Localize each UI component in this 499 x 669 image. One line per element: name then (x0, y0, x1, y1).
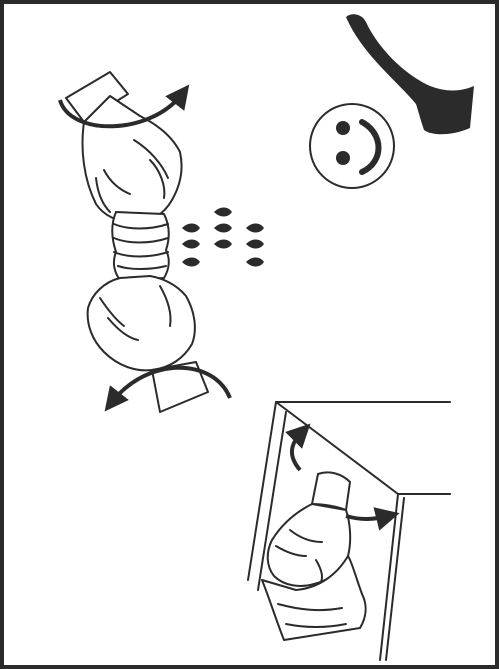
wiping-hand (266, 503, 352, 587)
twisted-cloth (111, 211, 170, 281)
rotate-arrow-icon (58, 84, 190, 129)
water-drops-icon (182, 207, 264, 267)
wipe-cabinet-icon (247, 401, 451, 661)
up-arrow-icon (285, 423, 311, 472)
right-arrow-icon (345, 507, 400, 531)
lower-sleeve (151, 361, 209, 413)
smiley-face-icon (309, 103, 395, 189)
upper-sleeve (65, 71, 129, 123)
wiping-cloth (261, 555, 367, 641)
cabinet-door-left (247, 401, 277, 581)
checkmark-icon (346, 14, 474, 135)
rotate-arrow-icon (104, 365, 232, 412)
wring-cloth-icon (65, 71, 209, 413)
